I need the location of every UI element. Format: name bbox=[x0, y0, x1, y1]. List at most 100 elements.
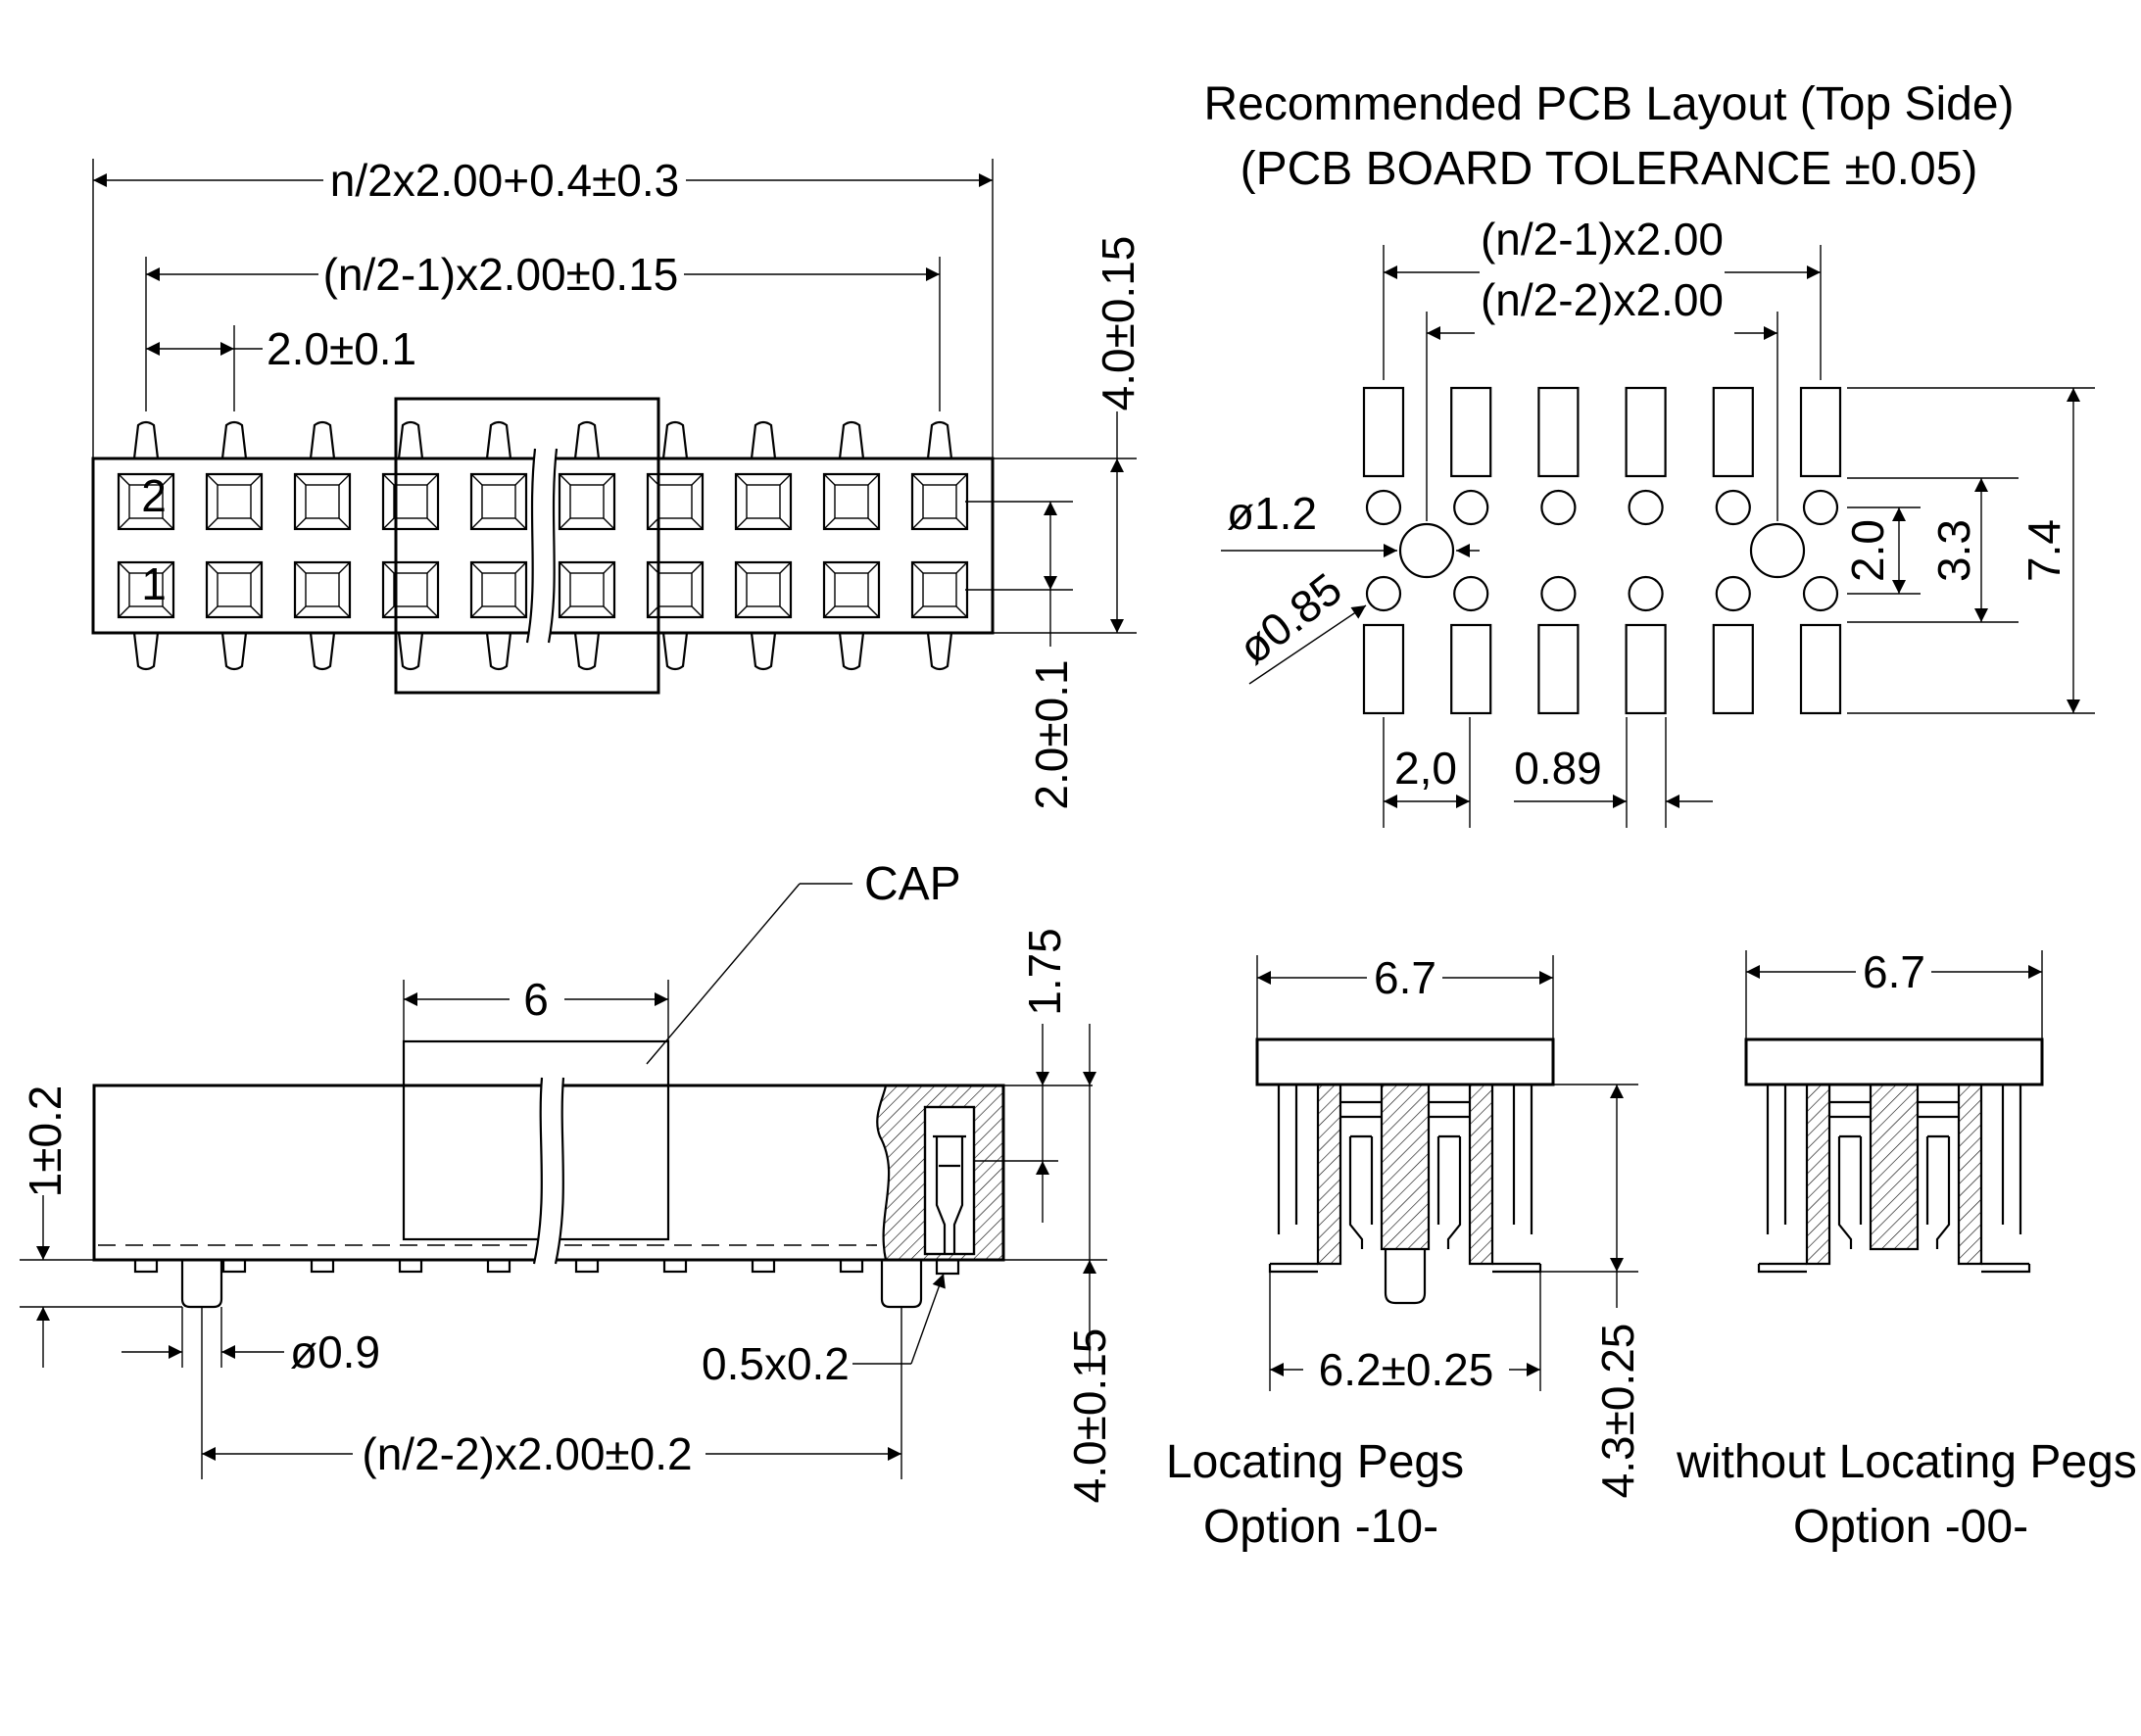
pcb-pad bbox=[1537, 386, 1580, 478]
pin-tail-top bbox=[132, 420, 160, 459]
contact-outer bbox=[469, 472, 528, 531]
top-view: 2 1 n/2x2.00+0.4±0.3 (n/2-1)x2.00±0.15 2… bbox=[91, 155, 1143, 810]
contact-outer bbox=[822, 560, 881, 619]
dim-lead-size: 0.5x0.2 bbox=[702, 1338, 850, 1389]
pcb-pad bbox=[1450, 623, 1492, 715]
pcb-title-line2: (PCB BOARD TOLERANCE ±0.05) bbox=[1241, 143, 1978, 195]
dim-line bbox=[1248, 604, 1367, 685]
dim-body-width: 4.0±0.15 bbox=[1093, 236, 1143, 411]
end-feet bbox=[1268, 1262, 1542, 1274]
pcb-hole bbox=[1540, 575, 1577, 612]
dim-large-hole: ø1.2 bbox=[1227, 488, 1317, 539]
end-cap bbox=[1255, 1037, 1555, 1086]
contact-outer bbox=[117, 560, 175, 619]
contact-inner bbox=[657, 572, 693, 607]
contact-inner bbox=[569, 572, 605, 607]
top-break-line-right bbox=[547, 448, 559, 644]
side-lead bbox=[662, 1258, 688, 1274]
pcb-hole bbox=[1453, 575, 1489, 612]
side-cap bbox=[402, 1039, 670, 1241]
contact-inner bbox=[128, 484, 164, 519]
side-view: CAP 6 1.75 4.0±0.15 1±0.2 ø0.9 0.5x0.2 bbox=[20, 858, 1115, 1503]
pin-tail-bottom bbox=[926, 632, 953, 671]
contact-inner bbox=[393, 572, 428, 607]
caption-pegs-line1: Locating Pegs bbox=[1166, 1436, 1464, 1488]
pin-number-2: 2 bbox=[141, 470, 167, 521]
side-peg-right bbox=[880, 1260, 923, 1309]
dim-foot-span: 6.2±0.25 bbox=[1319, 1344, 1494, 1395]
pin-tail-top bbox=[485, 420, 512, 459]
end-housing-walls bbox=[1277, 1085, 1533, 1234]
pin-tail-bottom bbox=[750, 632, 777, 671]
dim-row-pitch-pcb: 2.0 bbox=[1842, 519, 1893, 582]
contact-inner bbox=[922, 572, 957, 607]
contact-inner bbox=[746, 484, 781, 519]
contact-inner bbox=[393, 484, 428, 519]
contact-outer bbox=[205, 560, 264, 619]
large-hole-right bbox=[1749, 522, 1806, 579]
contact-chamfer bbox=[735, 561, 792, 618]
contact-chamfer bbox=[206, 561, 263, 618]
contact-chamfer bbox=[294, 473, 351, 530]
pin-tail-top bbox=[573, 420, 601, 459]
dim-pitch: 2.0±0.1 bbox=[267, 323, 416, 374]
end-contact-top bbox=[1340, 1100, 1470, 1119]
contact-outer bbox=[558, 472, 616, 531]
side-lead bbox=[310, 1258, 335, 1274]
dim-line bbox=[910, 1273, 946, 1365]
pcb-hole bbox=[1540, 489, 1577, 526]
side-break-line-left bbox=[532, 1077, 544, 1265]
pin-tail-bottom bbox=[838, 632, 865, 671]
contact-inner bbox=[217, 572, 252, 607]
contact-chamfer bbox=[735, 473, 792, 530]
side-lead bbox=[574, 1258, 600, 1274]
contact-inner bbox=[657, 484, 693, 519]
side-lead bbox=[935, 1258, 960, 1276]
pcb-hole bbox=[1628, 489, 1664, 526]
pcb-pad bbox=[1712, 623, 1754, 715]
pcb-pad bbox=[1362, 386, 1405, 478]
pcb-pad bbox=[1537, 623, 1580, 715]
top-contacts bbox=[117, 472, 969, 619]
contact-outer bbox=[205, 472, 264, 531]
contact-inner bbox=[305, 484, 340, 519]
contact-inner bbox=[481, 572, 516, 607]
contact-chamfer bbox=[118, 561, 174, 618]
contact-chamfer bbox=[470, 561, 527, 618]
side-section-contact bbox=[933, 1134, 966, 1254]
pcb-hole bbox=[1365, 575, 1402, 612]
pcb-title-line1: Recommended PCB Layout (Top Side) bbox=[1203, 78, 2014, 130]
contact-chamfer bbox=[382, 473, 439, 530]
end-contact-springs bbox=[1348, 1134, 1462, 1249]
side-lead bbox=[839, 1258, 864, 1274]
contact-outer bbox=[293, 560, 352, 619]
pin-tail-bottom bbox=[485, 632, 512, 671]
end-housing-walls-no-pegs bbox=[1766, 1085, 2022, 1234]
pcb-hole bbox=[1802, 575, 1839, 612]
pin-tail-bottom bbox=[309, 632, 336, 671]
contact-inner bbox=[217, 484, 252, 519]
end-hatch-left bbox=[1316, 1083, 1342, 1266]
side-lead bbox=[486, 1258, 511, 1274]
end-contact-top-no-pegs bbox=[1829, 1100, 1959, 1119]
contact-chamfer bbox=[294, 561, 351, 618]
contact-outer bbox=[822, 472, 881, 531]
contact-chamfer bbox=[911, 561, 968, 618]
caption-no-pegs-line2: Option -00- bbox=[1793, 1501, 2028, 1553]
side-lead bbox=[751, 1258, 776, 1274]
dim-cap-width: 6 bbox=[523, 974, 549, 1025]
top-break-line-left bbox=[525, 448, 537, 644]
contact-chamfer bbox=[470, 473, 527, 530]
contact-outer bbox=[558, 560, 616, 619]
cap-leader bbox=[646, 883, 801, 1065]
end-view-with-pegs: 6.7 6.2±0.25 4.3±0.25 Locating Pegs Opti… bbox=[1166, 952, 1643, 1553]
contact-outer bbox=[381, 560, 440, 619]
side-lead bbox=[398, 1258, 423, 1274]
pcb-hole bbox=[1715, 575, 1751, 612]
pcb-pads bbox=[1362, 386, 1842, 715]
contact-inner bbox=[746, 572, 781, 607]
dim-hole-span: (n/2-2)x2.00 bbox=[1481, 274, 1724, 325]
pin-tail-top bbox=[926, 420, 953, 459]
contact-chamfer bbox=[647, 473, 704, 530]
dim-end-cap-width-no-pegs: 6.7 bbox=[1863, 946, 1925, 997]
